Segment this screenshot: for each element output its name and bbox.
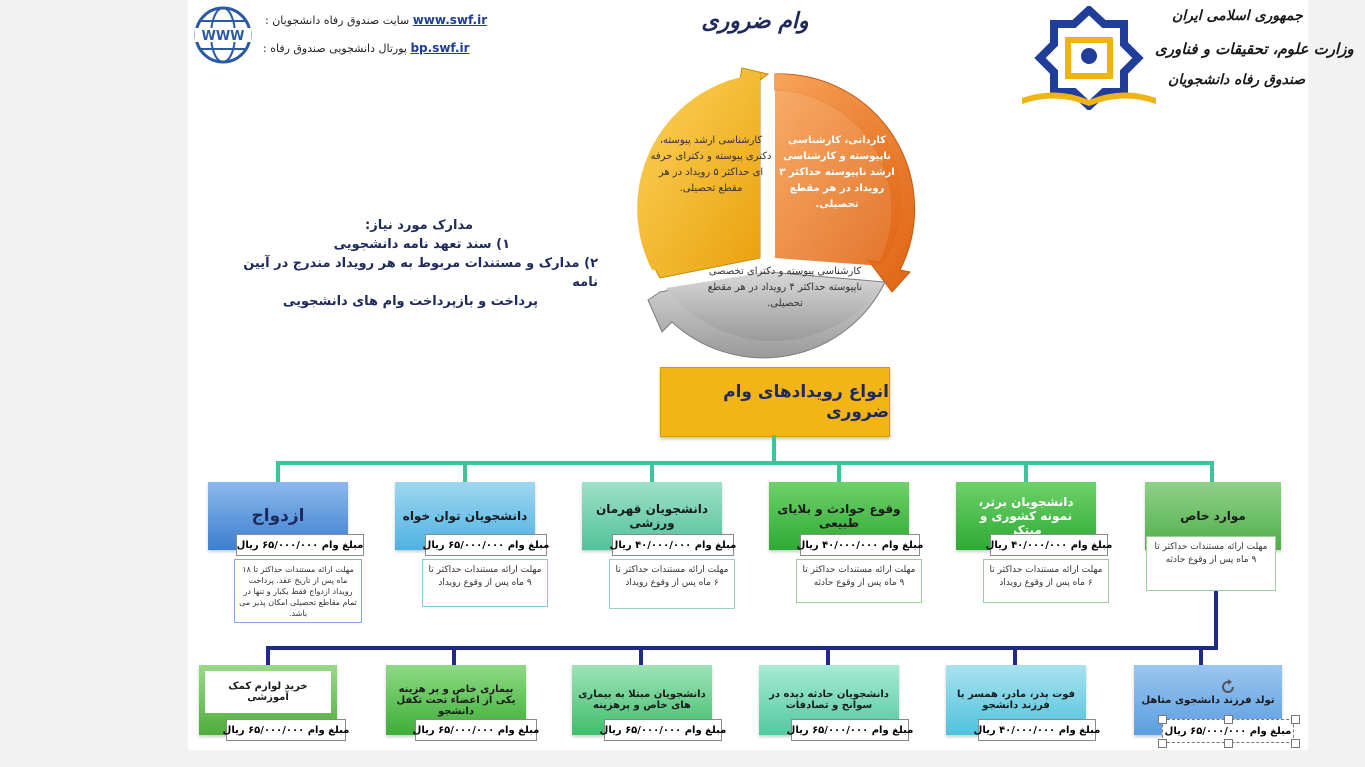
category-natural-disasters-note: مهلت ارائه مستندات حداکثر تا ۹ ماه پس از…	[796, 559, 922, 603]
org-line-2: وزارت علوم، تحقیقات و فناوری	[1155, 40, 1354, 58]
site-label: : سایت صندوق رفاه دانشجویان	[265, 14, 410, 27]
resize-handle-ne[interactable]	[1291, 715, 1300, 724]
org-line-1: جمهوری اسلامی ایران	[1172, 8, 1303, 24]
portal-url-link[interactable]: bp.swf.ir	[410, 41, 470, 55]
category-marriage-note: مهلت ارائه مستندات حداکثر تا ۱۸ ماه پس ا…	[234, 559, 362, 623]
bottom-educational-supplies-amount: مبلغ وام ۶۵/۰۰۰/۰۰۰ ریال	[223, 719, 349, 741]
portal-link-row: : پورتال دانشجویی صندوق رفاه bp.swf.ir	[263, 41, 470, 55]
bottom-accident-victims-amount: مبلغ وام ۶۵/۰۰۰/۰۰۰ ریال	[787, 719, 913, 741]
document-item-3: پرداخت و بازپرداخت وام های دانشجویی	[282, 294, 538, 309]
swf-logo-icon	[1022, 6, 1156, 110]
cycle-text-gray: کارشناسی پیوسته و دکترای تخصصی ناپیوسته …	[707, 266, 863, 309]
cycle-text-orange: کاردانی، کارشناسی ناپیوسته و کارشناسی ار…	[779, 135, 895, 210]
documents-heading: مدارک مورد نیاز:	[365, 218, 473, 233]
resize-handle-n[interactable]	[1224, 715, 1233, 724]
bottom-educational-supplies: خرید لوازم کمک آموزشی	[205, 671, 331, 713]
site-url-link[interactable]: www.swf.ir	[412, 13, 488, 27]
loan-events-title: انواع رویدادهای وام ضروری	[660, 367, 890, 437]
bottom-family-death-amount: مبلغ وام ۴۰/۰۰۰/۰۰۰ ریال	[974, 719, 1100, 741]
category-top-students-amount: مبلغ وام ۴۰/۰۰۰/۰۰۰ ریال	[986, 534, 1112, 556]
category-sports-champions-note: مهلت ارائه مستندات حداکثر تا ۶ ماه پس از…	[609, 559, 735, 609]
rotate-handle-icon[interactable]	[1219, 678, 1237, 696]
category-sports-champions-amount: مبلغ وام ۴۰/۰۰۰/۰۰۰ ریال	[610, 534, 736, 556]
resize-handle-nw[interactable]	[1158, 715, 1167, 724]
document-item-2: ۲) مدارک و مستندات مربوط به هر رویداد من…	[243, 256, 598, 290]
portal-label: : پورتال دانشجویی صندوق رفاه	[263, 42, 407, 55]
resize-handle-s[interactable]	[1224, 739, 1233, 748]
category-disabled-students-note: مهلت ارائه مستندات حداکثر تا ۹ ماه پس از…	[422, 559, 548, 607]
required-documents: مدارک مورد نیاز: ۱) سند تعهد نامه دانشجو…	[238, 216, 598, 311]
org-line-3: صندوق رفاه دانشجویان	[1168, 72, 1306, 88]
site-link-row: : سایت صندوق رفاه دانشجویان www.swf.ir	[265, 13, 487, 27]
cycle-diagram	[637, 67, 916, 359]
category-marriage-amount: مبلغ وام ۶۵/۰۰۰/۰۰۰ ریال	[236, 534, 364, 556]
cycle-text-yellow: کارشناسی ارشد پیوسته، دکتری پیوسته و دکت…	[650, 135, 772, 194]
www-icon-text: WWW	[201, 29, 244, 44]
category-disabled-students-amount: مبلغ وام ۶۵/۰۰۰/۰۰۰ ریال	[423, 534, 549, 556]
resize-handle-sw[interactable]	[1158, 739, 1167, 748]
bottom-special-illness-amount: مبلغ وام ۶۵/۰۰۰/۰۰۰ ریال	[600, 719, 726, 741]
resize-handle-se[interactable]	[1291, 739, 1300, 748]
page-title: وام ضروری	[701, 8, 809, 34]
bottom-dependent-illness-amount: مبلغ وام ۶۵/۰۰۰/۰۰۰ ریال	[413, 719, 539, 741]
category-special-note: مهلت ارائه مستندات حداکثر تا ۹ ماه پس از…	[1146, 536, 1276, 591]
www-globe-icon: WWW	[194, 6, 252, 64]
document-item-1: ۱) سند تعهد نامه دانشجویی	[333, 237, 510, 252]
category-top-students-note: مهلت ارائه مستندات حداکثر تا ۶ ماه پس از…	[983, 559, 1109, 603]
category-natural-disasters-amount: مبلغ وام ۴۰/۰۰۰/۰۰۰ ریال	[797, 534, 923, 556]
